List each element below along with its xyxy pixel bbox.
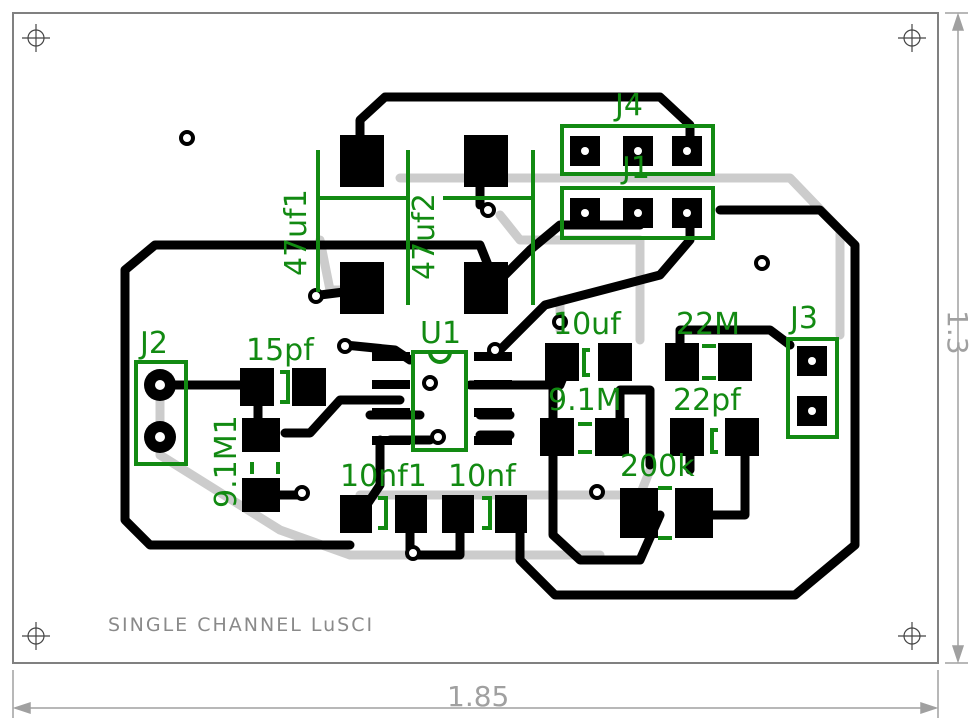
pad-icon xyxy=(474,436,512,445)
label-10nf: 10nf xyxy=(448,459,517,494)
pad-icon xyxy=(395,495,427,533)
crosshair-icon xyxy=(22,622,50,650)
label-22pf: 22pf xyxy=(673,383,742,418)
pad-icon xyxy=(292,368,326,406)
pad-icon xyxy=(620,488,658,538)
height-dimension: 1.3 xyxy=(941,310,970,355)
pad-icon xyxy=(545,343,579,381)
through-hole-pads xyxy=(144,136,827,453)
pad-icon xyxy=(340,262,384,314)
component-labels: J4 J1 J2 J3 U1 15pf 10uf 22M 9.1M 22pf 2… xyxy=(138,88,818,508)
pad-icon xyxy=(372,436,410,445)
pad-icon xyxy=(372,380,410,389)
label-15pf: 15pf xyxy=(246,333,315,368)
label-22m: 22M xyxy=(676,307,740,342)
vias xyxy=(179,130,770,561)
pad-icon xyxy=(242,418,280,452)
label-j3: J3 xyxy=(788,301,818,336)
crosshair-icon xyxy=(898,24,926,52)
pad-icon xyxy=(340,135,384,187)
pad-icon xyxy=(442,495,474,533)
pad-icon xyxy=(598,343,632,381)
pad-icon xyxy=(675,488,713,538)
fiducials xyxy=(22,24,926,650)
crosshair-icon xyxy=(22,24,50,52)
pad-icon xyxy=(372,408,410,417)
pad-icon xyxy=(242,478,280,512)
pad-icon xyxy=(474,380,512,389)
board-outline xyxy=(12,12,939,664)
smd-pads xyxy=(240,135,759,538)
pad-icon xyxy=(464,262,508,314)
pad-icon xyxy=(725,418,759,456)
silkscreen xyxy=(134,124,839,540)
pad-icon xyxy=(340,495,372,533)
label-u1: U1 xyxy=(420,316,461,351)
label-j2: J2 xyxy=(138,326,168,361)
pad-icon xyxy=(595,418,629,456)
label-j1: J1 xyxy=(620,151,650,186)
dimensions xyxy=(12,12,968,718)
crosshair-icon xyxy=(898,622,926,650)
label-47uf1: 47uf1 xyxy=(279,189,314,276)
pad-icon xyxy=(670,418,704,456)
pad-icon xyxy=(240,368,274,406)
pad-icon xyxy=(540,418,574,456)
pad-icon xyxy=(665,343,699,381)
label-200k: 200k xyxy=(620,449,695,484)
pad-icon xyxy=(718,343,752,381)
pad-icon xyxy=(474,408,512,417)
width-dimension: 1.85 xyxy=(447,680,509,713)
label-10uf: 10uf xyxy=(553,307,622,342)
pad-icon xyxy=(372,352,410,361)
label-47uf2: 47uf2 xyxy=(407,193,442,280)
label-10nf1: 10nf1 xyxy=(340,459,427,494)
label-j4: J4 xyxy=(613,88,643,123)
label-9-1m: 9.1M xyxy=(548,383,622,418)
pad-icon xyxy=(495,495,527,533)
pad-icon xyxy=(464,135,508,187)
board-title: SINGLE CHANNEL LuSCI xyxy=(108,614,374,636)
label-9-1m1: 9.1M1 xyxy=(209,415,244,508)
